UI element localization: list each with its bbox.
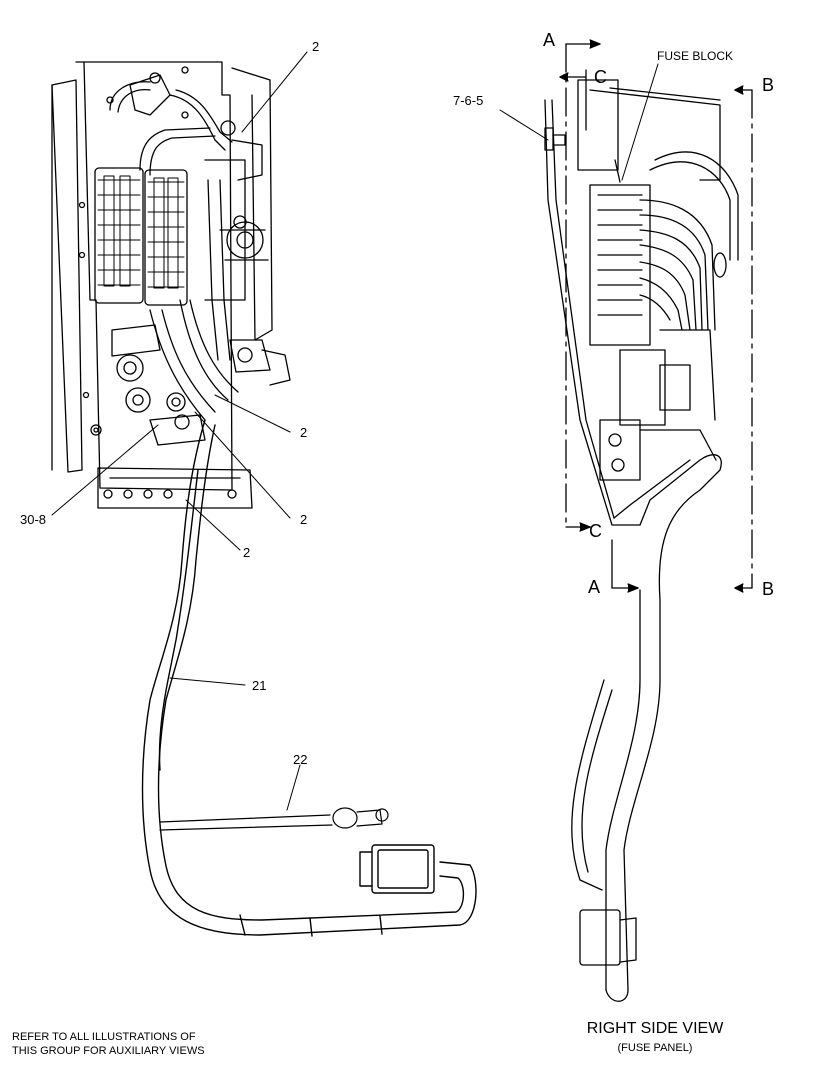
view-title: RIGHT SIDE VIEW bbox=[586, 1020, 724, 1037]
callout-2-top: 2 bbox=[312, 39, 320, 54]
callout-fuse-block: FUSE BLOCK bbox=[657, 49, 734, 63]
auxiliary-note-line2: THIS GROUP FOR AUXILIARY VIEWS bbox=[12, 1045, 205, 1057]
left-panel-assembly bbox=[51, 61, 291, 509]
leaders-left bbox=[51, 51, 308, 811]
section-c-top: C bbox=[594, 67, 607, 87]
section-b-top: B bbox=[762, 75, 775, 95]
callout-7-6-5: 7-6-5 bbox=[453, 93, 484, 108]
callout-2-bottom: 2 bbox=[243, 545, 251, 560]
fuse-rows bbox=[97, 175, 185, 289]
view-subtitle: (FUSE PANEL) bbox=[617, 1042, 693, 1054]
harness-21 bbox=[141, 419, 477, 937]
callout-22: 22 bbox=[293, 752, 308, 767]
section-a-bottom: A bbox=[588, 577, 601, 597]
section-a-top: A bbox=[543, 30, 556, 50]
wire-22 bbox=[159, 807, 389, 831]
section-b-bottom: B bbox=[762, 579, 775, 599]
section-c-bottom: C bbox=[589, 521, 602, 541]
callout-2-low: 2 bbox=[300, 512, 308, 527]
callout-2-mid: 2 bbox=[300, 425, 308, 440]
right-side-view bbox=[499, 39, 753, 1002]
callout-21: 21 bbox=[252, 678, 267, 693]
auxiliary-note-line1: REFER TO ALL ILLUSTRATIONS OF bbox=[12, 1031, 196, 1043]
callout-30-8: 30-8 bbox=[20, 512, 47, 527]
